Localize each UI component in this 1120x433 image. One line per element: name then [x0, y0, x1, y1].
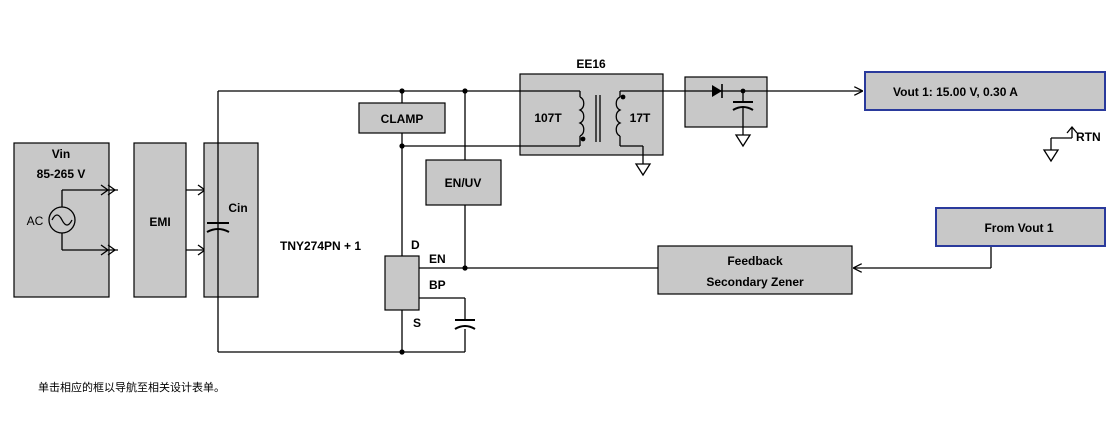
clamp-label: CLAMP: [381, 112, 424, 126]
clamp-block[interactable]: CLAMP: [358, 102, 446, 134]
diode-icon: [712, 84, 723, 98]
vin-title: Vin: [52, 147, 70, 161]
secondary-turns: 17T: [630, 111, 651, 125]
pin-s-label: S: [413, 316, 421, 330]
from-vout-block[interactable]: From Vout 1: [935, 207, 1106, 247]
feedback-label-line2: Secondary Zener: [706, 275, 804, 289]
pin-d-label: D: [411, 238, 420, 252]
pin-bp-label: BP: [429, 278, 446, 292]
wires: [217, 91, 992, 353]
output-rectifier-block[interactable]: [684, 76, 768, 135]
vin-block[interactable]: Vin 85-265 V AC: [13, 142, 110, 298]
transformer-ground-icon: [634, 163, 652, 177]
ac-source-icon: [48, 190, 76, 250]
cin-block[interactable]: Cin: [203, 142, 259, 298]
output-capacitor-icon: [732, 91, 754, 135]
vout-label: Vout 1: 15.00 V, 0.30 A: [893, 85, 1018, 99]
rtn-symbol: RTN: [1042, 125, 1101, 163]
transformer-title: EE16: [576, 57, 606, 71]
footer-note: 单击相应的框以导航至相关设计表单。: [38, 380, 225, 394]
rectifier-ground-icon: [734, 134, 752, 148]
vout-block[interactable]: Vout 1: 15.00 V, 0.30 A: [864, 71, 1106, 111]
from-vout-label: From Vout 1: [984, 221, 1053, 235]
cin-label: Cin: [228, 201, 247, 215]
vin-range: 85-265 V: [37, 167, 86, 181]
transformer-windings-icon: [520, 90, 663, 164]
en-uv-block[interactable]: EN/UV: [425, 159, 502, 206]
cin-capacitor-icon: [206, 222, 230, 233]
controller-block[interactable]: TNY274PN + 1 D EN BP S: [280, 238, 446, 330]
feedback-label-line1: Feedback: [727, 254, 783, 268]
bp-capacitor-icon: [454, 319, 476, 330]
primary-turns: 107T: [534, 111, 562, 125]
emi-label: EMI: [149, 215, 170, 229]
transformer-block[interactable]: EE16 107T 17T: [519, 57, 664, 164]
controller-part-label: TNY274PN + 1: [280, 239, 361, 253]
pin-en-label: EN: [429, 252, 446, 266]
feedback-block[interactable]: Feedback Secondary Zener: [657, 245, 853, 295]
rtn-label: RTN: [1076, 130, 1101, 144]
ac-label: AC: [27, 214, 44, 228]
rtn-ground-icon: [1042, 149, 1060, 163]
emi-block[interactable]: EMI: [133, 142, 187, 298]
vin-emi-connectors: [62, 184, 118, 256]
en-uv-label: EN/UV: [445, 176, 482, 190]
